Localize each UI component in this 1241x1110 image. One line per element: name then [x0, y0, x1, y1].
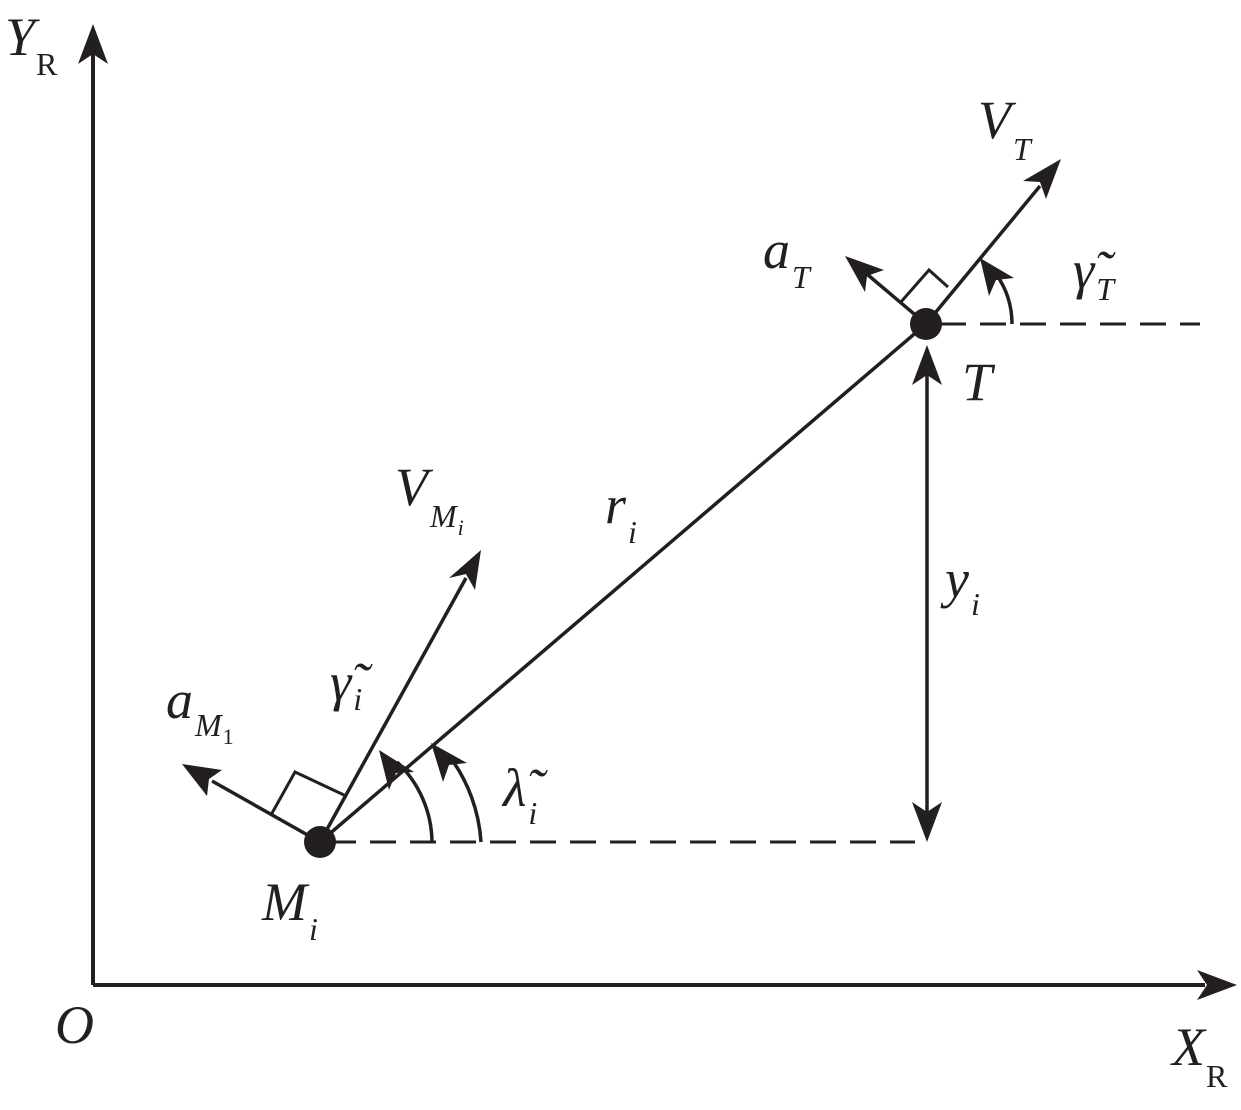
line-of-sight-angle-label-subscript: i — [528, 795, 537, 831]
missile-label: Mi — [261, 872, 318, 947]
missile-acceleration-label: aM1 — [166, 670, 234, 749]
target-path-angle-label-subscript: T — [1096, 271, 1116, 307]
y-axis-label-subscript: R — [36, 46, 58, 82]
line-of-sight-angle-label: λ̃i — [501, 758, 548, 831]
missile-path-angle-arc — [379, 750, 434, 843]
missile-acceleration-label-subscript: M — [194, 707, 224, 743]
coordinate-axes — [78, 24, 1237, 1000]
missile-label-subscript: i — [309, 911, 318, 947]
target-right-angle-marker — [898, 267, 950, 304]
missile-velocity-vector — [318, 550, 481, 843]
target-velocity-label-subscript: T — [1013, 131, 1033, 167]
x-axis-label-subscript: R — [1206, 1058, 1228, 1094]
missile-path-angle-label-subscript: i — [353, 681, 362, 717]
target-path-angle-arc — [980, 258, 1014, 325]
missile-acceleration-arrowhead — [182, 764, 222, 796]
target-acceleration-label-subscript: T — [792, 259, 812, 295]
target-velocity-vector — [924, 159, 1061, 326]
line-of-sight-angle-arc — [431, 743, 483, 843]
target-path-angle-label: γ̃T — [1073, 240, 1116, 307]
missile-velocity-label: VMi — [395, 457, 464, 540]
missile-velocity-arrowhead — [449, 550, 481, 590]
target-point — [910, 308, 942, 340]
missile-velocity-label-subsubscript: i — [458, 515, 464, 540]
origin-label: O — [55, 995, 94, 1055]
target-acceleration-label: aT — [763, 220, 812, 295]
x-axis-label: XR — [1170, 1017, 1228, 1094]
height-label-subscript: i — [971, 586, 980, 622]
missile-right-angle-marker — [269, 770, 345, 816]
missile-path-angle-label: γ̃i — [330, 652, 373, 717]
range-label-subscript: i — [628, 514, 637, 550]
missile-acceleration-vector — [182, 764, 321, 844]
target-acceleration-arrowhead — [845, 256, 884, 292]
missile-point — [304, 826, 336, 858]
line-of-sight-range — [318, 322, 928, 844]
target-velocity-label: VT — [978, 90, 1033, 167]
y-axis-label: YR — [5, 7, 58, 82]
missile-acceleration-label-subsubscript: 1 — [223, 724, 234, 749]
y-axis-arrowhead — [78, 24, 108, 64]
height-double-arrow — [912, 345, 942, 842]
target-label: T — [962, 352, 996, 412]
height-arrowhead-bottom — [912, 802, 942, 842]
x-axis-arrowhead — [1197, 970, 1237, 1000]
height-arrowhead-top — [912, 345, 942, 385]
range-label: ri — [605, 475, 637, 550]
target-velocity-arrowhead — [1023, 159, 1061, 199]
height-label: yi — [940, 549, 980, 622]
missile-velocity-label-subscript: M — [429, 498, 459, 534]
